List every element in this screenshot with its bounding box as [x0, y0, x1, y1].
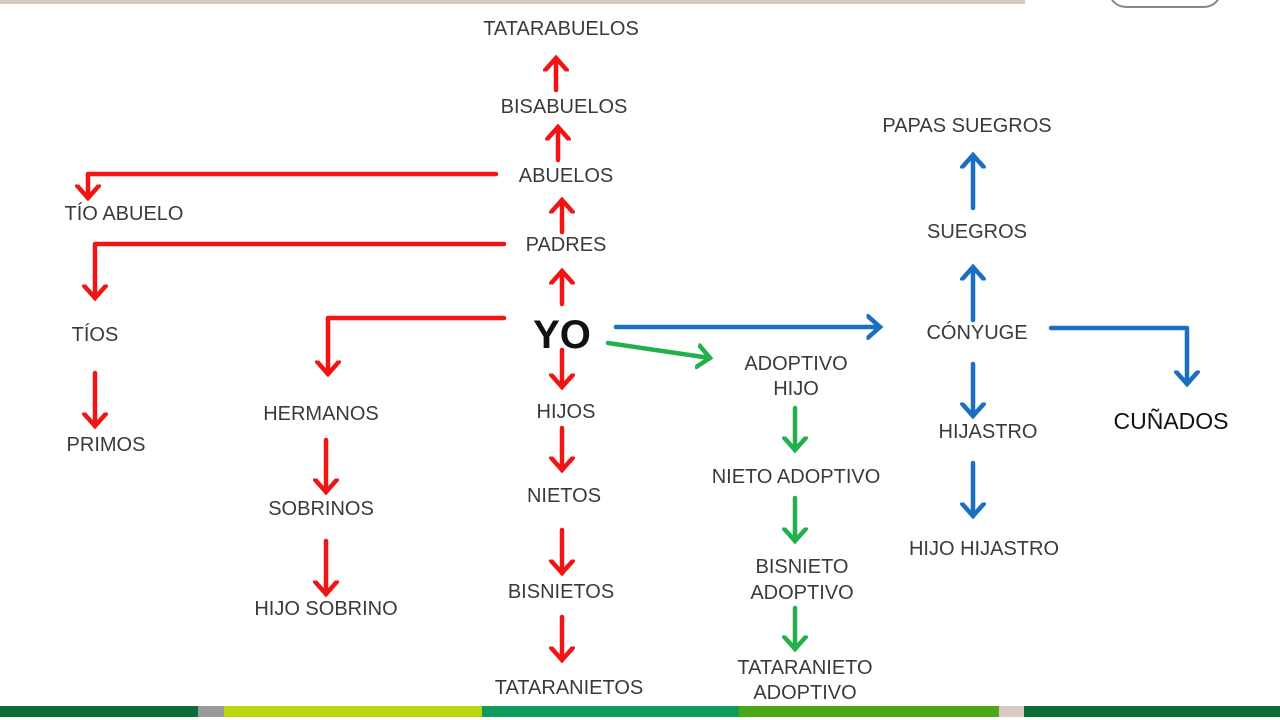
label-nieto-adoptivo: NIETO ADOPTIVO [712, 466, 881, 488]
label-nietos: NIETOS [527, 485, 601, 507]
label-adoptivo: ADOPTIVO [744, 353, 847, 375]
label-hermanos: HERMANOS [263, 403, 379, 425]
label-bisnieto-adoptivo: ADOPTIVO [750, 582, 853, 604]
footer-segment [1024, 706, 1280, 717]
label-suegros: SUEGROS [927, 221, 1027, 243]
label-primos: PRIMOS [67, 434, 146, 456]
footer-segment [224, 706, 482, 717]
label-yo: YO [533, 313, 591, 357]
label-hijo-hijastro: HIJO HIJASTRO [909, 538, 1059, 560]
label-tataranieto-adoptivo: ADOPTIVO [753, 682, 856, 704]
label-tataranietos: TATARANIETOS [495, 677, 644, 699]
label-hijo: HIJO [773, 378, 819, 400]
footer-segment [482, 706, 739, 717]
footer-segment [739, 706, 999, 717]
adoptive-arrows [605, 340, 795, 649]
label-hijastro: HIJASTRO [939, 421, 1038, 443]
label-abuelos: ABUELOS [519, 165, 613, 187]
label-cunados: CUÑADOS [1113, 408, 1228, 434]
footer-segment [999, 706, 1024, 717]
footer-color-bar [0, 706, 1280, 717]
elbow-arrow-icon [328, 315, 507, 374]
blood-arrows [88, 58, 562, 660]
label-padres: PADRES [526, 234, 607, 256]
label-bisabuelos: BISABUELOS [501, 96, 628, 118]
elbow-arrow-icon [1048, 325, 1187, 384]
footer-segment [0, 706, 198, 717]
label-tio-abuelo: TÍO ABUELO [65, 202, 184, 225]
label-tios: TÍOS [72, 323, 119, 346]
label-hijos: HIJOS [537, 401, 596, 423]
label-papas-suegros: PAPAS SUEGROS [882, 115, 1051, 137]
footer-segment [198, 706, 224, 717]
label-bisnieto: BISNIETO [756, 556, 849, 578]
label-bisnietos: BISNIETOS [508, 581, 614, 603]
label-sobrinos: SOBRINOS [268, 498, 374, 520]
label-conyuge: CÓNYUGE [926, 321, 1027, 344]
elbow-arrow-icon [95, 241, 507, 298]
label-tataranieto: TATARANIETO [737, 657, 872, 679]
label-tatarabuelos: TATARABUELOS [483, 18, 639, 40]
top-bar [0, 0, 1025, 4]
label-hijo-sobrino: HIJO SOBRINO [254, 598, 397, 620]
arrow-right-icon [605, 340, 710, 358]
elbow-arrow-icon [88, 171, 499, 198]
affinity-arrows [613, 155, 1187, 516]
